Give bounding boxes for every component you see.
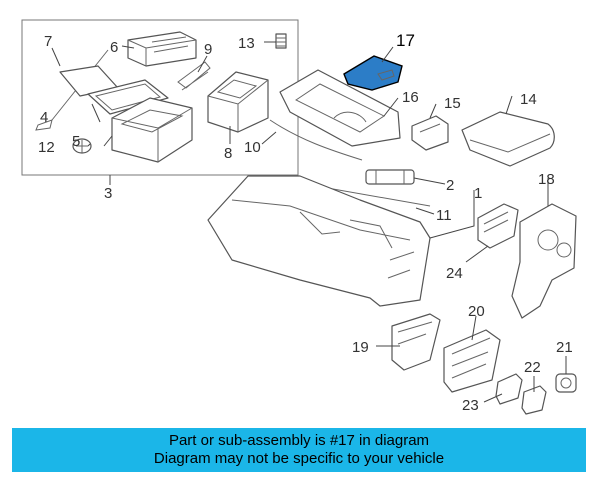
leader-lines [51, 41, 567, 403]
banner-line-2: Diagram may not be specific to your vehi… [153, 450, 445, 467]
part-8-cup-holder [207, 71, 269, 133]
part-3-storage-box [111, 97, 193, 163]
callout-20: 20 [468, 303, 485, 320]
callout-8: 8 [224, 145, 232, 162]
callout-12: 12 [38, 139, 55, 156]
part-22-switch [521, 385, 547, 415]
callout-5: 5 [72, 133, 80, 150]
part-17-shape [343, 55, 403, 91]
callout-6: 6 [110, 39, 118, 56]
callout-13: 13 [238, 35, 255, 52]
part-18-bezel [511, 203, 577, 319]
callout-9: 9 [204, 41, 212, 58]
part-11-harness [315, 185, 431, 207]
part-20-tray [443, 329, 501, 393]
callout-17: 17 [396, 31, 415, 50]
part-5-inner [94, 83, 162, 111]
part-19-panel [391, 313, 441, 371]
callout-18: 18 [538, 171, 555, 188]
callout-15: 15 [444, 95, 461, 112]
part-6-module [127, 31, 197, 67]
callout-4: 4 [40, 109, 48, 126]
parts-diagram: 1 2 3 4 5 6 7 8 9 10 11 12 13 14 15 16 1… [21, 19, 577, 415]
part-21-knob [555, 373, 577, 393]
part-14-armrest [461, 111, 555, 167]
part-console-main [207, 175, 431, 307]
part-9-bracket [177, 61, 211, 91]
part-5-tray [87, 79, 169, 115]
callout-16: 16 [402, 89, 419, 106]
callout-1: 1 [474, 185, 482, 202]
callout-19: 19 [352, 339, 369, 356]
part-17-lid-highlighted [343, 55, 403, 91]
callout-3: 3 [104, 185, 112, 202]
callout-7: 7 [44, 33, 52, 50]
part-24-vent [477, 203, 519, 249]
callout-21: 21 [556, 339, 573, 356]
part-10-trim-rod [269, 119, 363, 161]
part-13-bolt [275, 33, 287, 49]
callout-22: 22 [524, 359, 541, 376]
callout-24: 24 [446, 265, 463, 282]
callout-11: 11 [436, 207, 452, 224]
banner-line-1: Part or sub-assembly is #17 in diagram [168, 432, 430, 449]
part-12-clip [72, 138, 92, 154]
callout-2: 2 [446, 177, 454, 194]
callout-10: 10 [244, 139, 261, 156]
part-15-latch [411, 115, 449, 151]
info-banner: Part or sub-assembly is #17 in diagram D… [12, 428, 586, 472]
callout-14: 14 [520, 91, 537, 108]
subassembly-box [21, 19, 299, 176]
part-2-switch [365, 169, 415, 185]
callout-23: 23 [462, 397, 479, 414]
part-23-switch [495, 373, 523, 405]
